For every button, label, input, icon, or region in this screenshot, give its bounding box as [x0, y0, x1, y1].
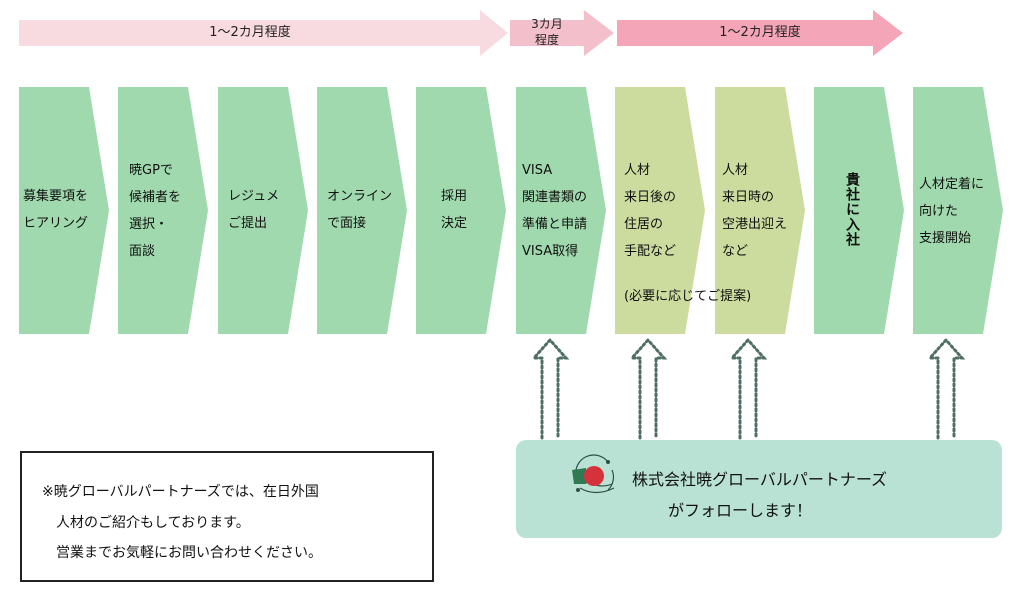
step-8-line: 空港出迎え	[722, 217, 788, 232]
step-chevron-9	[814, 87, 904, 334]
step-5-line: 決定	[441, 216, 468, 231]
step-chevron-2	[118, 87, 208, 334]
step-1-line: ヒアリング	[23, 216, 89, 231]
step-3-line: ご提出	[228, 216, 268, 231]
timeline-arrow-3	[617, 10, 903, 56]
timeline-label-2-line1: 3カ月	[531, 17, 563, 31]
step-6-line: VISA取得	[522, 244, 579, 259]
step-8-text: 人材 来日時の 空港出迎え など	[722, 157, 787, 265]
step-1-text: 募集要項を ヒアリング	[23, 183, 88, 237]
step-7-line: 手配など	[624, 244, 677, 259]
step-3-line: レジュメ	[228, 189, 280, 204]
step-4-text: オンライン で面接	[327, 183, 392, 237]
step-3-text: レジュメ ご提出	[228, 183, 279, 237]
step-6-line: 準備と申請	[522, 217, 588, 232]
step-6-text: VISA 関連書類の 準備と申請 VISA取得	[522, 157, 587, 265]
step-6-line: VISA	[522, 163, 553, 178]
step-5-text: 採用 決定	[441, 183, 467, 237]
step-2-line: 面談	[129, 244, 156, 259]
timeline-label-3: 1〜2カ月程度	[719, 25, 801, 40]
timeline-arrow-1	[19, 10, 508, 56]
timeline-label-1: 1〜2カ月程度	[209, 25, 291, 40]
step-chevron-8	[715, 87, 805, 334]
step-2-line: 候補者を	[129, 190, 182, 205]
follow-company-name: 株式会社暁グローバルパートナーズ	[632, 470, 888, 489]
step-6-line: 関連書類の	[522, 190, 588, 205]
dotted-up-arrow-icon	[628, 337, 668, 440]
step-chevron-10	[913, 87, 1003, 334]
step-4-line: オンライン	[327, 189, 393, 204]
step-10-line: 向けた	[919, 204, 959, 219]
step-2-text: 暁GPで 候補者を 選択・ 面談	[129, 157, 181, 265]
step-8-line: 人材	[722, 163, 749, 178]
step-7-line: 住居の	[624, 217, 664, 232]
company-logo-icon	[572, 454, 615, 494]
step-7-line: 人材	[624, 163, 651, 178]
referral-note-box: ※暁グローバルパートナーズでは、在日外国 人材のご紹介もしております。 営業まで…	[20, 451, 434, 582]
step-5-line: 採用	[441, 189, 468, 204]
step-10-line: 支援開始	[919, 231, 972, 246]
step-chevron-6	[516, 87, 606, 334]
step-2-line: 暁GPで	[129, 163, 173, 178]
step-8-line: など	[722, 244, 749, 259]
note-line-2: 人材のご紹介もしております。	[56, 515, 250, 531]
step-8-line: 来日時の	[722, 190, 775, 205]
step-7-line: 来日後の	[624, 190, 677, 205]
step-10-text: 人材定着に 向けた 支援開始	[919, 171, 984, 252]
step-10-line: 人材定着に	[919, 177, 985, 192]
optional-proposal-note: (必要に応じてご提案)	[624, 289, 752, 304]
step-9-text: 貴社に入社	[844, 172, 860, 247]
note-line-1: ※暁グローバルパートナーズでは、在日外国	[42, 484, 319, 500]
step-chevron-7	[615, 87, 705, 334]
step-chevron-4	[317, 87, 407, 334]
dotted-up-arrow-icon	[530, 337, 570, 440]
dotted-up-arrow-icon	[926, 337, 966, 440]
step-1-line: 募集要項を	[23, 189, 89, 204]
step-2-line: 選択・	[129, 217, 169, 232]
step-chevron-3	[218, 87, 308, 334]
timeline-arrow-2	[510, 10, 614, 56]
step-chevron-5	[416, 87, 506, 334]
timeline-label-2-line2: 程度	[534, 33, 559, 47]
follow-message: がフォローします！	[668, 501, 813, 520]
timeline-label-2: 3カ月 程度	[512, 16, 582, 48]
step-4-line: で面接	[327, 216, 367, 231]
step-chevron-1	[19, 87, 109, 334]
follow-support-box: 株式会社暁グローバルパートナーズ がフォローします！	[516, 440, 1002, 538]
dotted-up-arrow-icon	[728, 337, 768, 440]
step-7-text: 人材 来日後の 住居の 手配など	[624, 157, 676, 265]
note-line-3: 営業までお気軽にお問い合わせください。	[56, 545, 322, 561]
